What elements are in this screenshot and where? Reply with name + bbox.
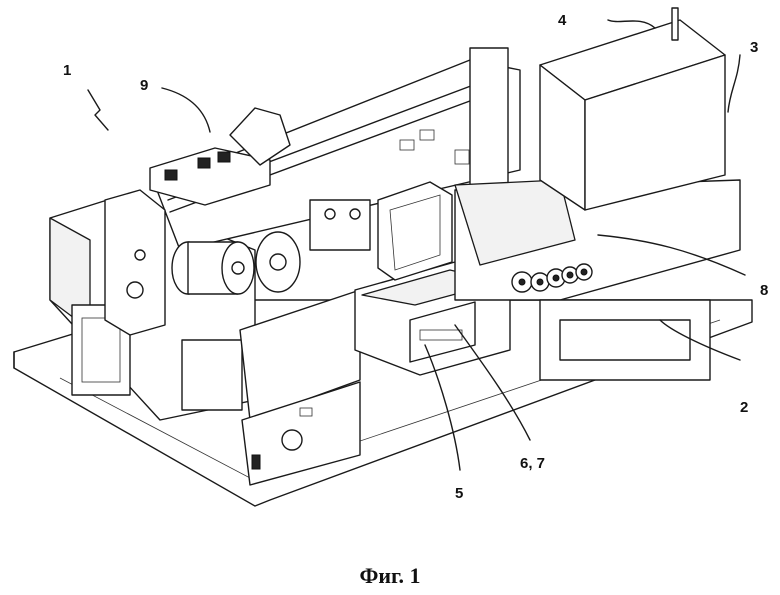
label-9: 9 bbox=[140, 77, 148, 94]
label-5: 5 bbox=[455, 485, 463, 502]
side-plate bbox=[105, 190, 165, 335]
pulley bbox=[256, 232, 300, 292]
label-2: 2 bbox=[740, 399, 748, 416]
label-1: 1 bbox=[63, 62, 71, 79]
label-8: 8 bbox=[760, 282, 768, 299]
label-3: 3 bbox=[750, 39, 758, 56]
top-box bbox=[540, 8, 725, 210]
center-plate bbox=[378, 182, 452, 280]
label-6-7: 6, 7 bbox=[520, 455, 545, 472]
label-4: 4 bbox=[558, 12, 567, 29]
figure-caption: Фиг. 1 bbox=[0, 563, 780, 589]
motor bbox=[172, 242, 254, 294]
